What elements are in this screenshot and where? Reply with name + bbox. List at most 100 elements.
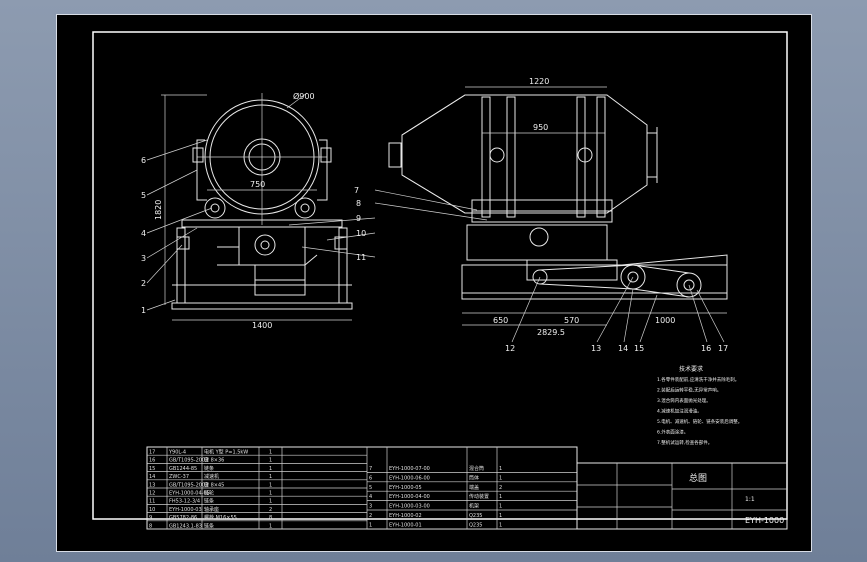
sheet-border — [92, 31, 788, 520]
balloon-mid-8: 8 — [356, 199, 361, 208]
balloon-bottom-14: 14 — [618, 344, 628, 353]
parts-cell: Q235 — [469, 513, 482, 519]
parts-cell: 1 — [269, 466, 272, 472]
cad-drawing: Ø900 1820 750 1400 1220 950 650 570 1000 2829.5 6… — [92, 31, 788, 530]
balloon-left-4: 4 — [141, 229, 146, 238]
dimension-front-height: 1820 — [154, 200, 163, 220]
parts-cell: 2 — [499, 485, 502, 491]
parts-cell: 4 — [369, 494, 372, 500]
dimension-side-width-top: 1220 — [529, 77, 549, 86]
tech-note-line: 5.电机、减速机、链轮、链条安装后调整。 — [657, 418, 742, 425]
parts-cell: GB1243.1-83 — [169, 523, 202, 529]
balloon-left-1: 1 — [141, 306, 146, 315]
parts-cell: 12 — [149, 491, 155, 497]
parts-cell: EYH-1000-06-00 — [389, 475, 430, 481]
balloon-left-2: 2 — [141, 279, 146, 288]
parts-cell: 链条 — [204, 498, 214, 505]
parts-cell: 1 — [269, 523, 272, 529]
balloon-mid-9: 9 — [356, 214, 361, 223]
parts-cell: ZWC-37 — [169, 474, 189, 480]
balloon-bottom-17: 17 — [718, 344, 728, 353]
parts-cell: 1 — [269, 458, 272, 464]
parts-cell: EYH-1000-01 — [389, 522, 422, 528]
parts-cell: 5 — [369, 485, 372, 491]
parts-cell: EYH-1000-04-00 — [389, 494, 430, 500]
tech-note-line: 7.整机试运转,检查各部件。 — [657, 439, 712, 446]
dimension-front-width-top: 750 — [250, 180, 265, 189]
parts-cell: 16 — [149, 458, 155, 464]
balloon-left-5: 5 — [141, 191, 146, 200]
parts-cell: 2 — [369, 513, 372, 519]
parts-cell: 1 — [499, 522, 502, 528]
parts-cell: 电机 Y型 P=1.5kW — [204, 449, 248, 456]
parts-cell: EYH-1000-07-00 — [389, 466, 430, 472]
parts-cell: 1 — [269, 482, 272, 488]
parts-cell: 机架 — [469, 503, 479, 510]
parts-cell: 6 — [369, 475, 372, 481]
parts-cell: EYH-1000-03-00 — [389, 504, 430, 510]
dimension-side-len-c: 1000 — [655, 316, 675, 325]
parts-cell: GB/T1095-2003 — [169, 482, 208, 488]
tech-notes-title: 技术要求 — [679, 365, 703, 373]
parts-cell: Y90L-4 — [168, 450, 186, 456]
parts-cell: 端盖 — [469, 484, 479, 491]
parts-cell: 9 — [149, 515, 152, 521]
parts-cell: 1 — [269, 474, 272, 480]
parts-cell: 13 — [149, 482, 155, 488]
parts-cell: 1 — [499, 494, 502, 500]
dimension-front-diameter: Ø900 — [293, 91, 315, 101]
parts-cell: 3 — [369, 504, 372, 510]
cad-viewport[interactable]: Ø900 1820 750 1400 1220 950 650 570 1000 2829.5 6… — [56, 14, 812, 552]
parts-cell: FH53-12-3/4 — [169, 499, 200, 505]
tech-note-line: 6.外表面涂漆。 — [657, 429, 688, 436]
parts-cell: 筒体 — [469, 474, 479, 481]
balloon-left-3: 3 — [141, 254, 146, 263]
parts-cell: 11 — [149, 499, 155, 505]
drawing-title: 总图 — [689, 472, 707, 484]
parts-cell: 键 8×45 — [204, 481, 224, 488]
balloon-bottom-12: 12 — [505, 344, 515, 353]
tech-note-line: 2.装配后运转平稳,无异常声响。 — [657, 387, 721, 394]
parts-cell: EYH-1000-05 — [389, 485, 422, 491]
tech-note-line: 4.减速机加注润滑油。 — [657, 408, 702, 415]
parts-cell: 8 — [269, 515, 272, 521]
dimension-side-len-b: 570 — [564, 316, 579, 325]
parts-cell: 1 — [269, 499, 272, 505]
parts-cell: 减速机 — [204, 473, 219, 480]
drawing-code: EYH-1000 — [745, 516, 784, 525]
parts-cell: 1 — [269, 450, 272, 456]
title-block — [576, 462, 788, 530]
side-view — [288, 86, 728, 343]
parts-cell: 17 — [149, 450, 155, 456]
dimension-side-total: 2829.5 — [537, 328, 565, 337]
parts-cell: GB1244-85 — [169, 466, 197, 472]
balloon-mid-11: 11 — [356, 253, 366, 262]
dimension-side-len-a: 650 — [493, 316, 508, 325]
parts-cell: 10 — [149, 507, 155, 513]
parts-cell: EYH-1000-03 — [169, 507, 202, 513]
front-view — [146, 92, 353, 321]
drawing-scale: 1:1 — [745, 496, 755, 503]
parts-cell: GB/T1095-2003 — [169, 458, 208, 464]
parts-table — [146, 446, 578, 530]
parts-cell: EYH-1000-02 — [389, 513, 422, 519]
dimension-side-inner-width: 950 — [533, 123, 548, 132]
parts-cell: 1 — [499, 475, 502, 481]
parts-cell: 14 — [149, 474, 155, 480]
parts-cell: 1 — [369, 522, 372, 528]
parts-cell: 混合筒 — [469, 465, 484, 472]
balloon-mid-10: 10 — [356, 229, 366, 238]
dimension-front-width-base: 1400 — [252, 321, 272, 330]
parts-cell: GB5782-86 — [169, 515, 197, 521]
balloon-bottom-13: 13 — [591, 344, 601, 353]
parts-cell: 15 — [149, 466, 155, 472]
parts-cell: 1 — [499, 466, 502, 472]
parts-cell: 1 — [499, 504, 502, 510]
parts-cell: 8 — [149, 523, 152, 529]
parts-cell: 7 — [369, 466, 372, 472]
tech-note-line: 3.混合筒内表面抛光处理。 — [657, 397, 711, 404]
parts-cell: 链条 — [204, 465, 214, 472]
balloon-left-6: 6 — [141, 156, 146, 165]
balloon-bottom-16: 16 — [701, 344, 711, 353]
balloon-mid-7: 7 — [354, 186, 359, 195]
